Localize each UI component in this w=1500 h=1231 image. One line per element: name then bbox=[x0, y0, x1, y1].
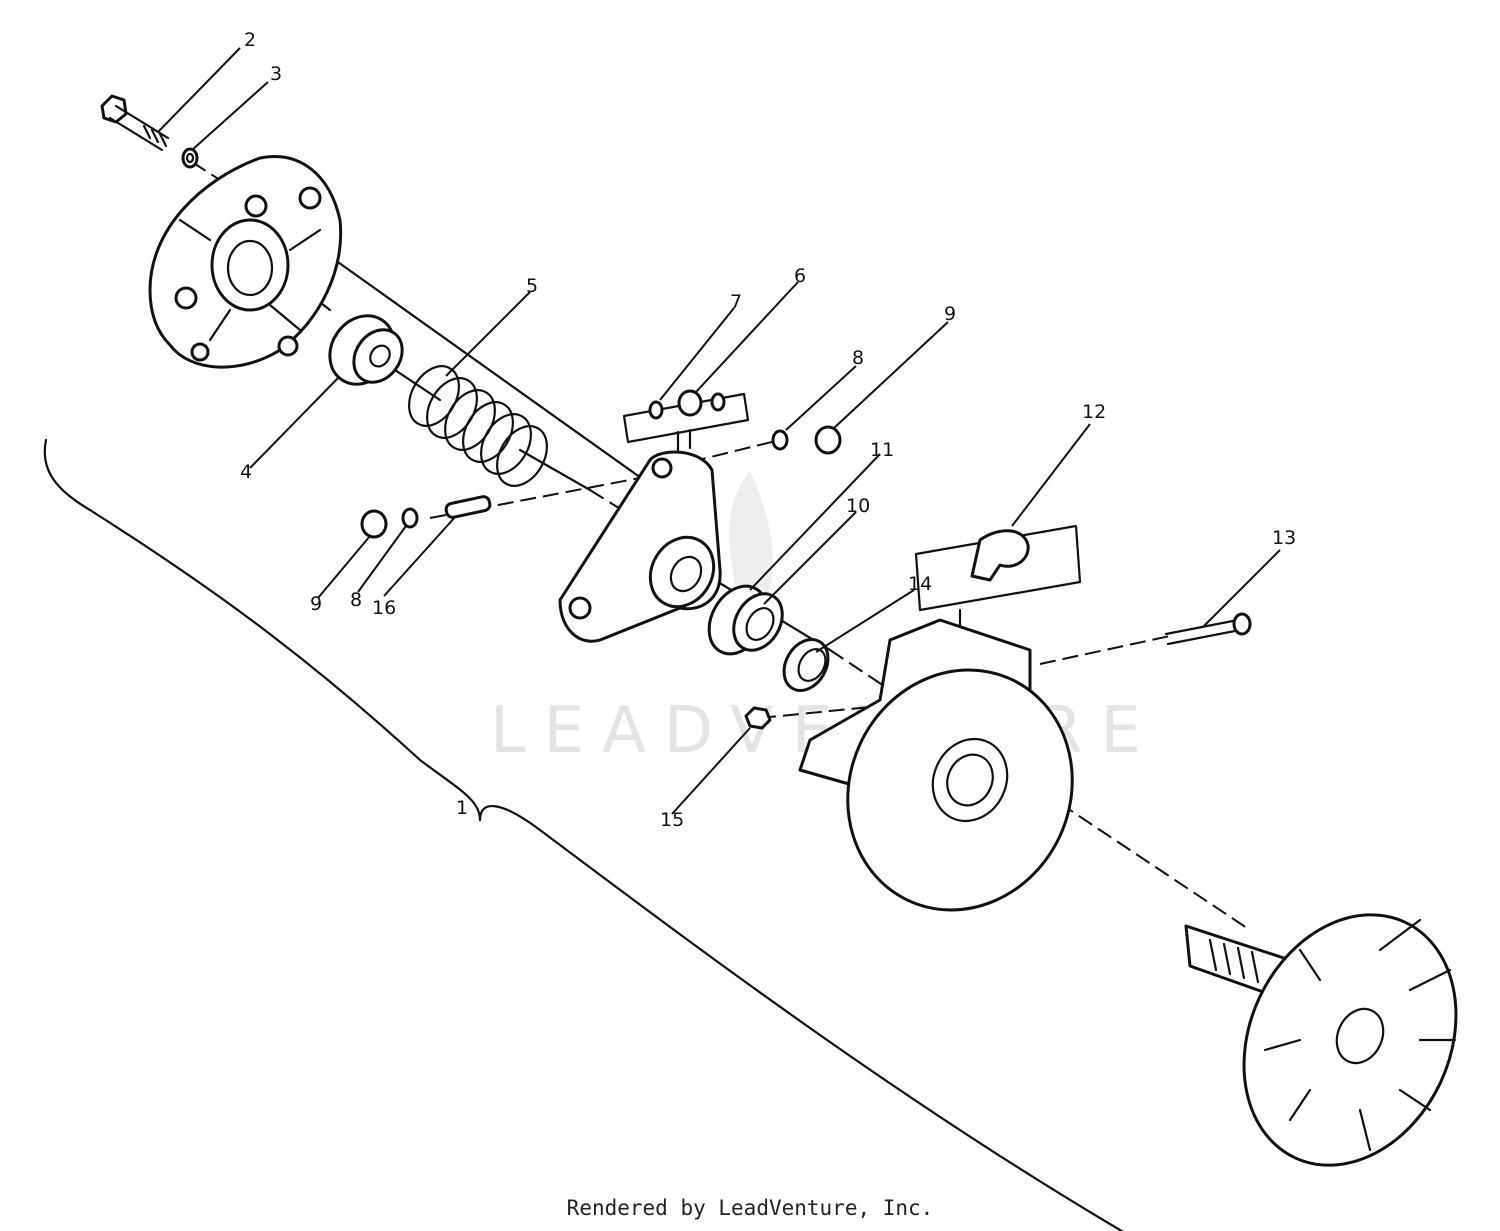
ramp-kit bbox=[914, 524, 1082, 642]
render-credit: Rendered by LeadVenture, Inc. bbox=[566, 1196, 934, 1220]
moveable-sheave bbox=[798, 618, 1074, 912]
assembly-axis-lines bbox=[191, 161, 1251, 931]
roller-arm bbox=[558, 450, 722, 643]
callout-14: 14 bbox=[908, 573, 932, 595]
callout-5: 5 bbox=[526, 275, 538, 297]
spring bbox=[408, 365, 548, 487]
callout-13: 13 bbox=[1272, 527, 1296, 549]
callout-7: 7 bbox=[730, 291, 742, 313]
clutch-cover bbox=[148, 155, 343, 369]
callout-8-left: 8 bbox=[350, 589, 362, 611]
callouts: 1 2 3 4 5 6 7 8 9 10 11 12 13 14 15 16 8… bbox=[240, 29, 1296, 831]
rollers bbox=[707, 584, 784, 656]
callout-4: 4 bbox=[240, 461, 252, 483]
ring-bushing bbox=[782, 638, 830, 692]
callout-6: 6 bbox=[794, 265, 806, 287]
bearing bbox=[328, 314, 404, 386]
nut bbox=[744, 706, 772, 730]
callout-12: 12 bbox=[1082, 401, 1106, 423]
callout-10: 10 bbox=[846, 495, 870, 517]
callout-15: 15 bbox=[660, 809, 684, 831]
callout-11: 11 bbox=[870, 439, 894, 461]
leader-lines bbox=[157, 47, 1281, 815]
cap-left-and-pin bbox=[360, 495, 492, 539]
callout-8-right: 8 bbox=[852, 347, 864, 369]
callout-2: 2 bbox=[244, 29, 256, 51]
bolt bbox=[100, 94, 170, 152]
callout-9-left: 9 bbox=[310, 593, 322, 615]
callout-9-right: 9 bbox=[944, 303, 956, 325]
callout-3: 3 bbox=[270, 63, 282, 85]
washer bbox=[181, 147, 199, 169]
callout-16: 16 bbox=[372, 597, 396, 619]
fixed-sheave bbox=[1184, 913, 1458, 1167]
screw bbox=[1164, 612, 1252, 646]
bushing-kit bbox=[622, 389, 750, 452]
assembly-brace bbox=[43, 438, 1124, 1231]
callout-1: 1 bbox=[456, 797, 468, 819]
cap-right bbox=[771, 425, 842, 455]
